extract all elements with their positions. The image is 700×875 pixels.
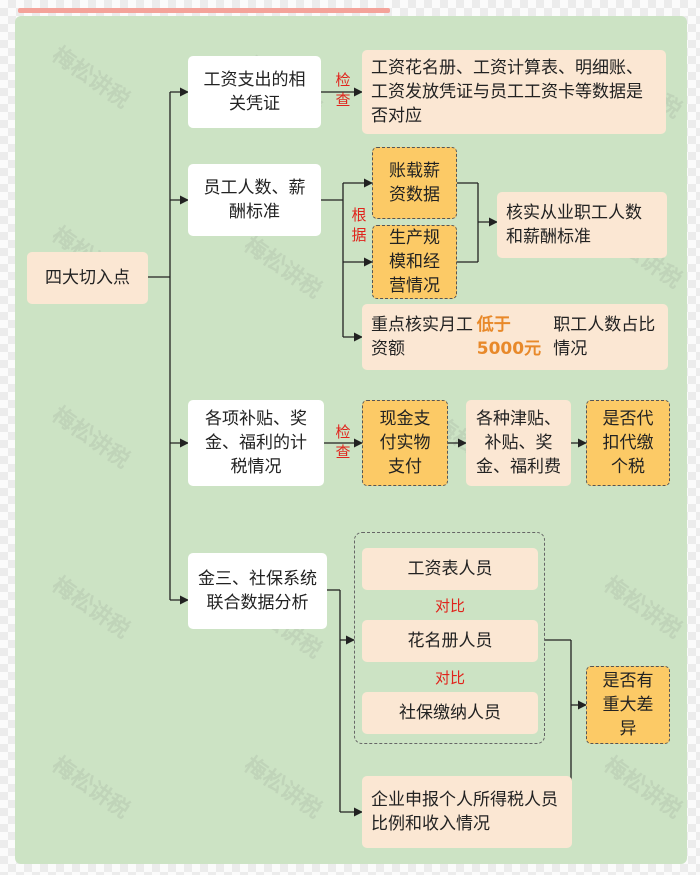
withholding-question: 是否代扣代缴个税 [586, 400, 670, 486]
ledger-salary-data: 账载薪资数据 [372, 147, 457, 219]
roster-staff: 花名册人员 [362, 620, 538, 662]
branch-allowances-tax: 各项补贴、奖金、福利的计税情况 [188, 400, 324, 486]
top-accent-bar [18, 8, 390, 13]
major-difference-question: 是否有重大差异 [586, 666, 670, 744]
check-label: 检查 [335, 423, 351, 461]
focus-highlight: 低于5000元 [476, 315, 542, 359]
payment-methods: 现金支付实物支付 [362, 400, 448, 486]
compare-label: 对比 [434, 669, 465, 687]
social-insurance-staff: 社保缴纳人员 [362, 692, 538, 734]
allowance-items: 各种津贴、补贴、奖金、福利费 [466, 400, 571, 486]
production-scale: 生产规模和经营情况 [372, 225, 457, 299]
compare-label: 对比 [434, 597, 465, 615]
comparison-group [354, 532, 545, 744]
basis-label: 根据 [351, 206, 367, 244]
diagram-panel [15, 16, 687, 864]
branch-headcount-pay: 员工人数、薪酬标准 [188, 164, 321, 236]
verify-headcount-result: 核实从业职工人数和薪酬标准 [497, 192, 667, 258]
branch-salary-vouchers: 工资支出的相关凭证 [188, 56, 321, 128]
focus-text-post: 职工人数占比情况 [553, 315, 656, 359]
check-label: 检查 [335, 71, 351, 109]
branch-joint-data-analysis: 金三、社保系统联合数据分析 [188, 553, 327, 629]
payroll-staff: 工资表人员 [362, 548, 538, 590]
iit-declaration-ratio: 企业申报个人所得税人员比例和收入情况 [362, 776, 572, 848]
root-node: 四大切入点 [27, 252, 148, 304]
voucher-check-detail: 工资花名册、工资计算表、明细账、工资发放凭证与员工工资卡等数据是否对应 [362, 50, 666, 134]
focus-low-wage-ratio: 重点核实月工资额低于5000元职工人数占比情况 [362, 304, 668, 370]
focus-text-pre: 重点核实月工资额 [371, 315, 473, 359]
